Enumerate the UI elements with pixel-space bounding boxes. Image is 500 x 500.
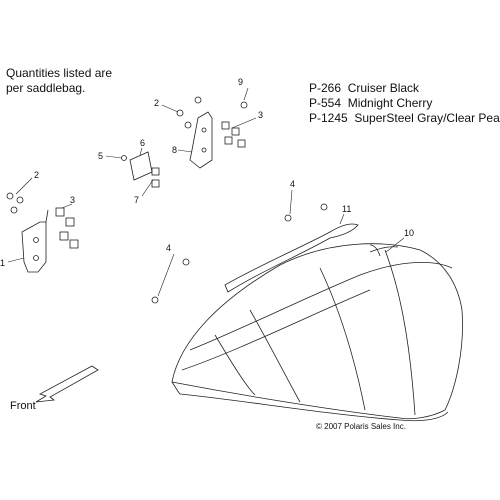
callout-10: 10 — [404, 228, 414, 238]
paint-code-row: P-266 Cruiser Black — [309, 81, 420, 95]
callout-9: 9 — [238, 77, 243, 87]
callout-6: 6 — [140, 138, 145, 148]
front-arrow — [35, 365, 99, 403]
callout-3: 3 — [70, 195, 75, 205]
trim-strip — [224, 223, 399, 293]
paint-code-list: P-266 Cruiser Black P-554 Midnight Cherr… — [309, 81, 500, 126]
callout-4: 4 — [290, 179, 295, 189]
callout-11: 11 — [342, 204, 351, 214]
copyright-notice: © 2007 Polaris Sales Inc. — [316, 422, 406, 431]
mount-bracket-left — [21, 209, 49, 273]
callout-4: 4 — [166, 243, 171, 253]
mount-bracket-upper — [189, 111, 213, 169]
quantity-note-line2: per saddlebag. — [6, 81, 86, 95]
callout-8: 8 — [172, 145, 177, 155]
paint-code-row: P-554 Midnight Cherry — [309, 96, 433, 110]
callout-7: 7 — [134, 195, 139, 205]
leader-lines — [7, 87, 405, 297]
quantity-note: Quantities listed are per saddlebag. — [6, 66, 112, 96]
callout-labels: 1 2 2 3 3 4 4 5 6 7 8 9 10 11 — [0, 77, 414, 268]
fasteners — [6, 96, 328, 304]
callout-3: 3 — [258, 110, 263, 120]
callout-5: 5 — [98, 151, 103, 161]
saddlebag-shell — [171, 243, 463, 422]
paint-code-row: P-1245 SuperSteel Gray/Clear Pearl — [309, 111, 500, 125]
callout-1: 1 — [0, 258, 5, 268]
clamp-part — [129, 151, 153, 181]
callout-2: 2 — [154, 98, 159, 108]
front-label: Front — [10, 400, 36, 412]
quantity-note-line1: Quantities listed are — [6, 66, 113, 80]
callout-2: 2 — [34, 170, 39, 180]
